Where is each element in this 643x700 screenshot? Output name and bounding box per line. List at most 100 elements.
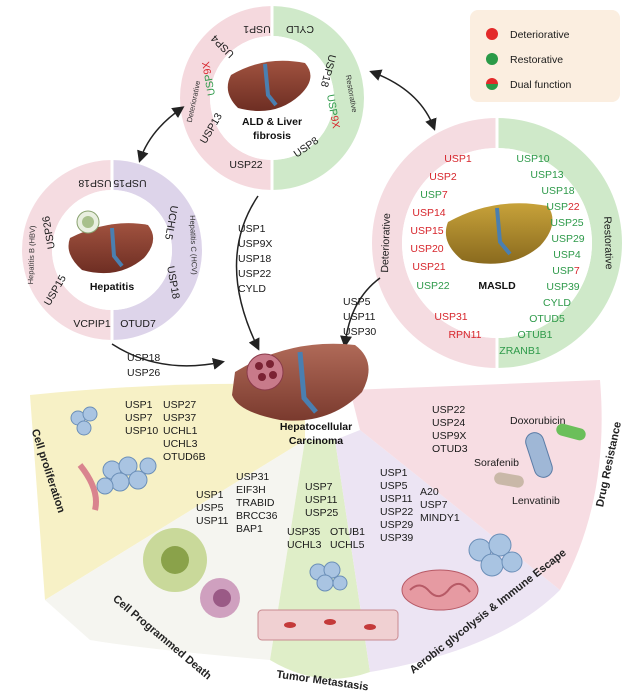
sector-cell-proliferation-bg bbox=[30, 383, 305, 600]
hepatitis-gene: USP15 bbox=[113, 177, 146, 189]
drug-name: Sorafenib bbox=[474, 457, 519, 469]
death-gene: USP1 bbox=[196, 489, 224, 501]
legend-deteriorative: Deteriorative bbox=[510, 29, 570, 41]
masld-gene: USP1 bbox=[444, 153, 472, 165]
masld-gene: USP20 bbox=[410, 243, 443, 255]
glyco-gene: USP11 bbox=[380, 493, 413, 505]
masld-gene: USP2 bbox=[429, 171, 457, 183]
hepatitis-liver-icon bbox=[68, 223, 154, 274]
hepatitis-title: Hepatitis bbox=[90, 281, 135, 293]
prolif-gene: USP1 bbox=[125, 399, 153, 411]
arrow-gene: USP18 bbox=[127, 352, 160, 364]
glyco-gene: USP1 bbox=[380, 467, 408, 479]
arrow-gene: USP22 bbox=[238, 268, 271, 280]
ald-title-line2: fibrosis bbox=[253, 130, 291, 142]
blood-vessel-icon bbox=[257, 609, 399, 641]
prolif-gene: UCHL3 bbox=[163, 438, 198, 450]
drug-gene: OTUD3 bbox=[432, 443, 468, 455]
death-gene: EIF3H bbox=[236, 484, 266, 496]
masld-gene: CYLD bbox=[543, 297, 571, 309]
arrow-gene: CYLD bbox=[238, 283, 266, 295]
mitochondrion-icon bbox=[401, 569, 479, 611]
hcc-title-line1: Hepatocellular bbox=[280, 421, 352, 433]
hepatitis-gene: OTUD7 bbox=[120, 318, 156, 330]
hcc-liver: Hepatocellular Carcinoma bbox=[232, 343, 369, 447]
masld-restorative-label: Restorative bbox=[601, 216, 615, 270]
masld-gene: RPN11 bbox=[448, 329, 481, 341]
dual-dot-red-icon bbox=[486, 78, 498, 84]
masld-gene: USP29 bbox=[551, 233, 584, 245]
hbv-label: Hepatitis B (HBV) bbox=[26, 225, 37, 285]
masld-gene: OTUB1 bbox=[517, 329, 552, 341]
drug-gene: USP22 bbox=[432, 404, 465, 416]
hepatitis-hcc-genes: USP18 USP26 bbox=[127, 352, 160, 379]
masld-gene: USP25 bbox=[550, 217, 583, 229]
drug-name: Doxorubicin bbox=[510, 415, 566, 427]
ald-hcc-arrow bbox=[235, 195, 260, 351]
masld-gene: USP18 bbox=[541, 185, 574, 197]
legend-dual: Dual function bbox=[510, 79, 571, 91]
masld-gene: USP22 bbox=[416, 280, 449, 292]
death-gene: BRCC36 bbox=[236, 510, 278, 522]
meta-gene: UCHL5 bbox=[330, 539, 365, 551]
death-gene: BAP1 bbox=[236, 523, 263, 535]
glyco-gene: USP5 bbox=[380, 480, 408, 492]
masld-gene: USP14 bbox=[412, 207, 445, 219]
hcc-title-line2: Carcinoma bbox=[289, 435, 343, 447]
masld-gene: USP4 bbox=[553, 249, 581, 261]
hepatitis-gene: UCHL5 bbox=[162, 205, 180, 241]
masld-gene-dual: USP7 bbox=[420, 189, 448, 201]
masld-deteriorative-label: Deteriorative bbox=[379, 213, 393, 273]
capsule-blue-icon bbox=[525, 432, 553, 478]
vessel-icon bbox=[77, 463, 99, 511]
arrow-gene: USP30 bbox=[343, 326, 376, 338]
ald-title-line1: ALD & Liver bbox=[242, 116, 302, 128]
meta-gene: OTUB1 bbox=[330, 526, 365, 538]
masld-gene-dual: USP22 bbox=[546, 201, 579, 213]
immune-cells-icon bbox=[468, 533, 523, 577]
masld-title: MASLD bbox=[478, 280, 516, 292]
masld-hcc-arrow bbox=[340, 277, 381, 348]
death-gene: TRABID bbox=[236, 497, 275, 509]
prolif-gene: USP7 bbox=[125, 412, 153, 424]
ald-ring: ALD & Liver fibrosis Deteriorative Resto… bbox=[180, 6, 364, 190]
masld-ring: MASLD Deteriorative Restorative USP1 USP… bbox=[372, 118, 622, 368]
meta-gene: USP25 bbox=[305, 507, 338, 519]
ald-masld-arrow bbox=[369, 69, 437, 131]
pill-tan-icon bbox=[494, 472, 524, 488]
masld-gene-dual: USP7 bbox=[552, 265, 580, 277]
cell-cluster-icon bbox=[70, 406, 157, 495]
meta-gene: USP7 bbox=[305, 481, 333, 493]
meta-gene: USP35 bbox=[287, 526, 320, 538]
arrow-gene: USP5 bbox=[343, 296, 371, 308]
masld-gene: USP13 bbox=[530, 169, 563, 181]
arrow-gene: USP9X bbox=[238, 238, 272, 250]
glyco-gene: USP7 bbox=[420, 499, 448, 511]
masld-hcc-genes: USP5 USP11 USP30 bbox=[343, 296, 376, 338]
arrow-gene: USP11 bbox=[343, 311, 376, 323]
masld-gene: USP10 bbox=[516, 153, 549, 165]
meta-gene: USP11 bbox=[305, 494, 338, 506]
hepatitis-ring: Hepatitis Hepatitis B (HBV) Hepatitis C … bbox=[22, 160, 202, 340]
legend: Deteriorative Restorative Dual function bbox=[470, 10, 620, 102]
death-gene: USP11 bbox=[196, 515, 229, 527]
ald-gene: USP1 bbox=[243, 23, 271, 35]
glyco-gene: A20 bbox=[420, 486, 439, 498]
masld-gene: USP39 bbox=[546, 281, 579, 293]
connector-arrows bbox=[111, 69, 437, 370]
glyco-gene: USP29 bbox=[380, 519, 413, 531]
deteriorative-dot-icon bbox=[486, 28, 498, 40]
restorative-dot-icon bbox=[486, 53, 498, 65]
prolif-gene: USP37 bbox=[163, 412, 196, 424]
ald-hepatitis-arrow bbox=[137, 106, 185, 163]
drug-name: Lenvatinib bbox=[512, 495, 560, 507]
hepatitis-gene: USP26 bbox=[40, 215, 58, 250]
tumor-icon bbox=[246, 353, 284, 391]
legend-restorative: Restorative bbox=[510, 54, 563, 66]
masld-gene: USP21 bbox=[412, 261, 445, 273]
masld-gene: ZRANB1 bbox=[499, 345, 541, 357]
glyco-gene: MINDY1 bbox=[420, 512, 460, 524]
metastatic-cells-icon bbox=[309, 561, 348, 592]
pill-green-icon bbox=[556, 423, 586, 441]
